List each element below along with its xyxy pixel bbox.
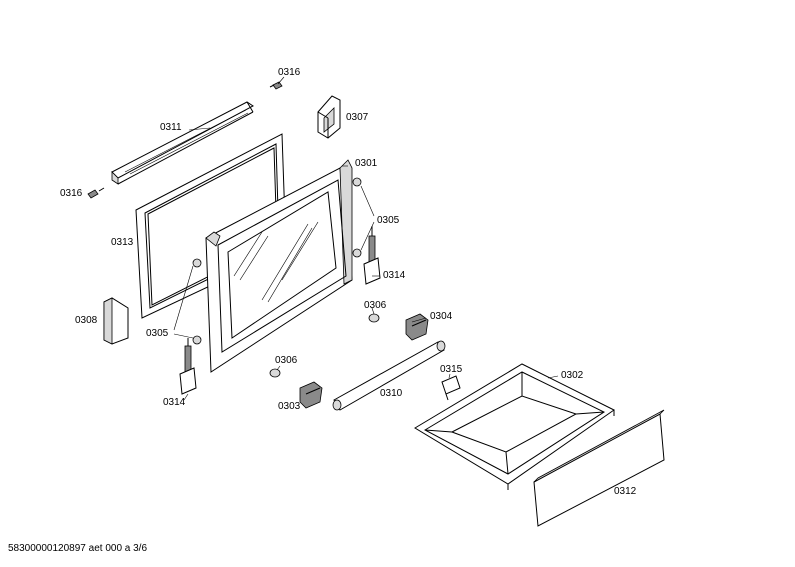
part-0302-drawer	[414, 363, 615, 490]
part-0314-hinge-left	[179, 338, 197, 395]
part-0312-drawer-front	[533, 409, 665, 527]
label-0301: 0301	[355, 158, 378, 169]
part-0315-clip	[441, 375, 461, 401]
part-0316-screw-top	[269, 81, 283, 90]
label-0314-right: 0314	[383, 270, 406, 281]
part-0308-bracket	[103, 297, 129, 345]
label-0302: 0302	[561, 370, 584, 381]
leader-lines	[183, 76, 559, 401]
part-0306-roller-right	[368, 313, 380, 323]
part-0301-door-panel	[205, 159, 353, 373]
label-0314-left: 0314	[163, 397, 186, 408]
part-0306-roller-mid	[269, 368, 281, 378]
part-0314-hinge-right	[363, 226, 381, 285]
label-0306-mid: 0306	[275, 355, 298, 366]
label-0313: 0313	[111, 237, 134, 248]
label-0315: 0315	[440, 364, 463, 375]
label-0316-top: 0316	[278, 67, 301, 78]
part-0303-block	[299, 381, 323, 409]
part-0304-block	[405, 313, 429, 341]
label-0312: 0312	[614, 486, 637, 497]
part-0311-top-trim	[111, 101, 254, 185]
part-0316-screw-left	[87, 187, 105, 199]
label-0308: 0308	[75, 315, 98, 326]
label-0310: 0310	[380, 388, 403, 399]
label-0304: 0304	[430, 311, 453, 322]
label-0305-right: 0305	[377, 215, 400, 226]
label-0303: 0303	[278, 401, 301, 412]
part-0310-rod	[332, 340, 446, 411]
label-0311: 0311	[160, 122, 182, 133]
label-0316-left: 0316	[60, 188, 83, 199]
label-0306-right: 0306	[364, 300, 387, 311]
part-0305-bush-left	[173, 258, 202, 345]
part-0307-bracket	[317, 95, 341, 139]
part-0305-bush-right	[352, 177, 375, 258]
document-reference-footer: 58300000120897 aet 000 a 3/6	[8, 543, 148, 554]
label-0307: 0307	[346, 112, 369, 123]
label-0305-left: 0305	[146, 328, 169, 339]
